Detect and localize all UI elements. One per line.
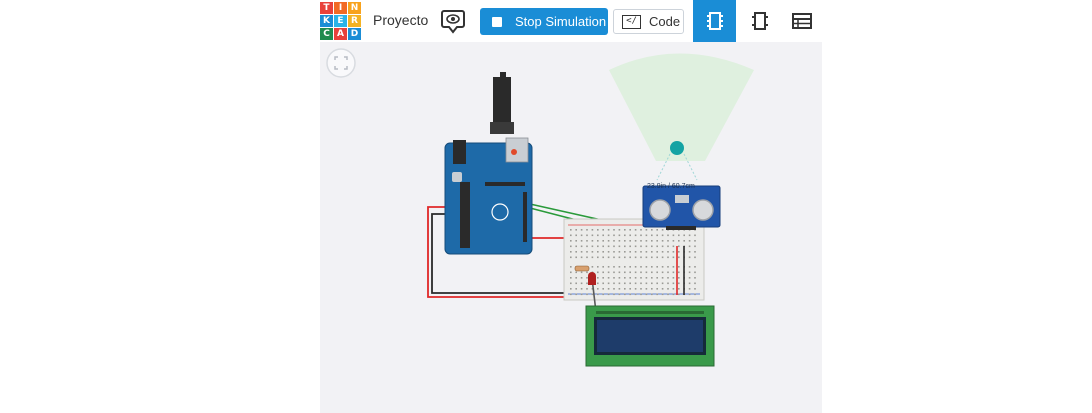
logo-letter: K [320, 15, 333, 27]
logo-letter: R [348, 15, 361, 27]
circuit-drawing [326, 48, 754, 367]
component-view-button[interactable] [693, 0, 736, 42]
component-icon [706, 12, 723, 30]
logo-letter: N [348, 2, 361, 14]
code-button[interactable]: </ Code [613, 9, 684, 34]
schematic-view-button[interactable] [740, 0, 780, 42]
component-list-button[interactable] [782, 0, 822, 42]
wire-red[interactable] [427, 206, 566, 298]
logo-letter: T [320, 2, 333, 14]
wire-black[interactable] [431, 213, 566, 294]
usb-cable [493, 77, 511, 132]
code-label: Code [649, 14, 681, 29]
arduino-logo-icon [491, 203, 509, 221]
stop-icon [492, 16, 502, 27]
list-icon [792, 13, 812, 29]
sensor-readout: 23.9in / 60.7cm [647, 183, 695, 190]
breadboard[interactable] [563, 218, 705, 301]
fit-view-button[interactable] [326, 48, 356, 78]
logo-letter: E [334, 15, 347, 27]
stop-simulation-label: Stop Simulation [515, 14, 607, 29]
lcd-display[interactable] [585, 305, 715, 367]
arduino-uno[interactable] [444, 72, 533, 255]
logo-letter: A [334, 28, 347, 40]
detection-cone [609, 53, 754, 161]
ultrasonic-sensor[interactable] [642, 185, 721, 230]
eye-icon [441, 10, 465, 34]
code-icon: </ [622, 14, 641, 29]
fit-view-icon [334, 56, 348, 70]
logo-letter: C [320, 28, 333, 40]
stop-simulation-button[interactable]: Stop Simulation [480, 8, 608, 35]
project-title[interactable]: Proyecto [373, 12, 429, 28]
logo-letter: D [348, 28, 361, 40]
led[interactable] [588, 272, 596, 285]
chip-icon [752, 12, 768, 30]
view-toggle-button[interactable] [440, 7, 466, 35]
resistor[interactable] [574, 265, 590, 272]
target-object[interactable] [670, 141, 684, 155]
logo-letter: I [334, 2, 347, 14]
circuit-canvas[interactable]: 23.9in / 60.7cm [320, 42, 822, 413]
